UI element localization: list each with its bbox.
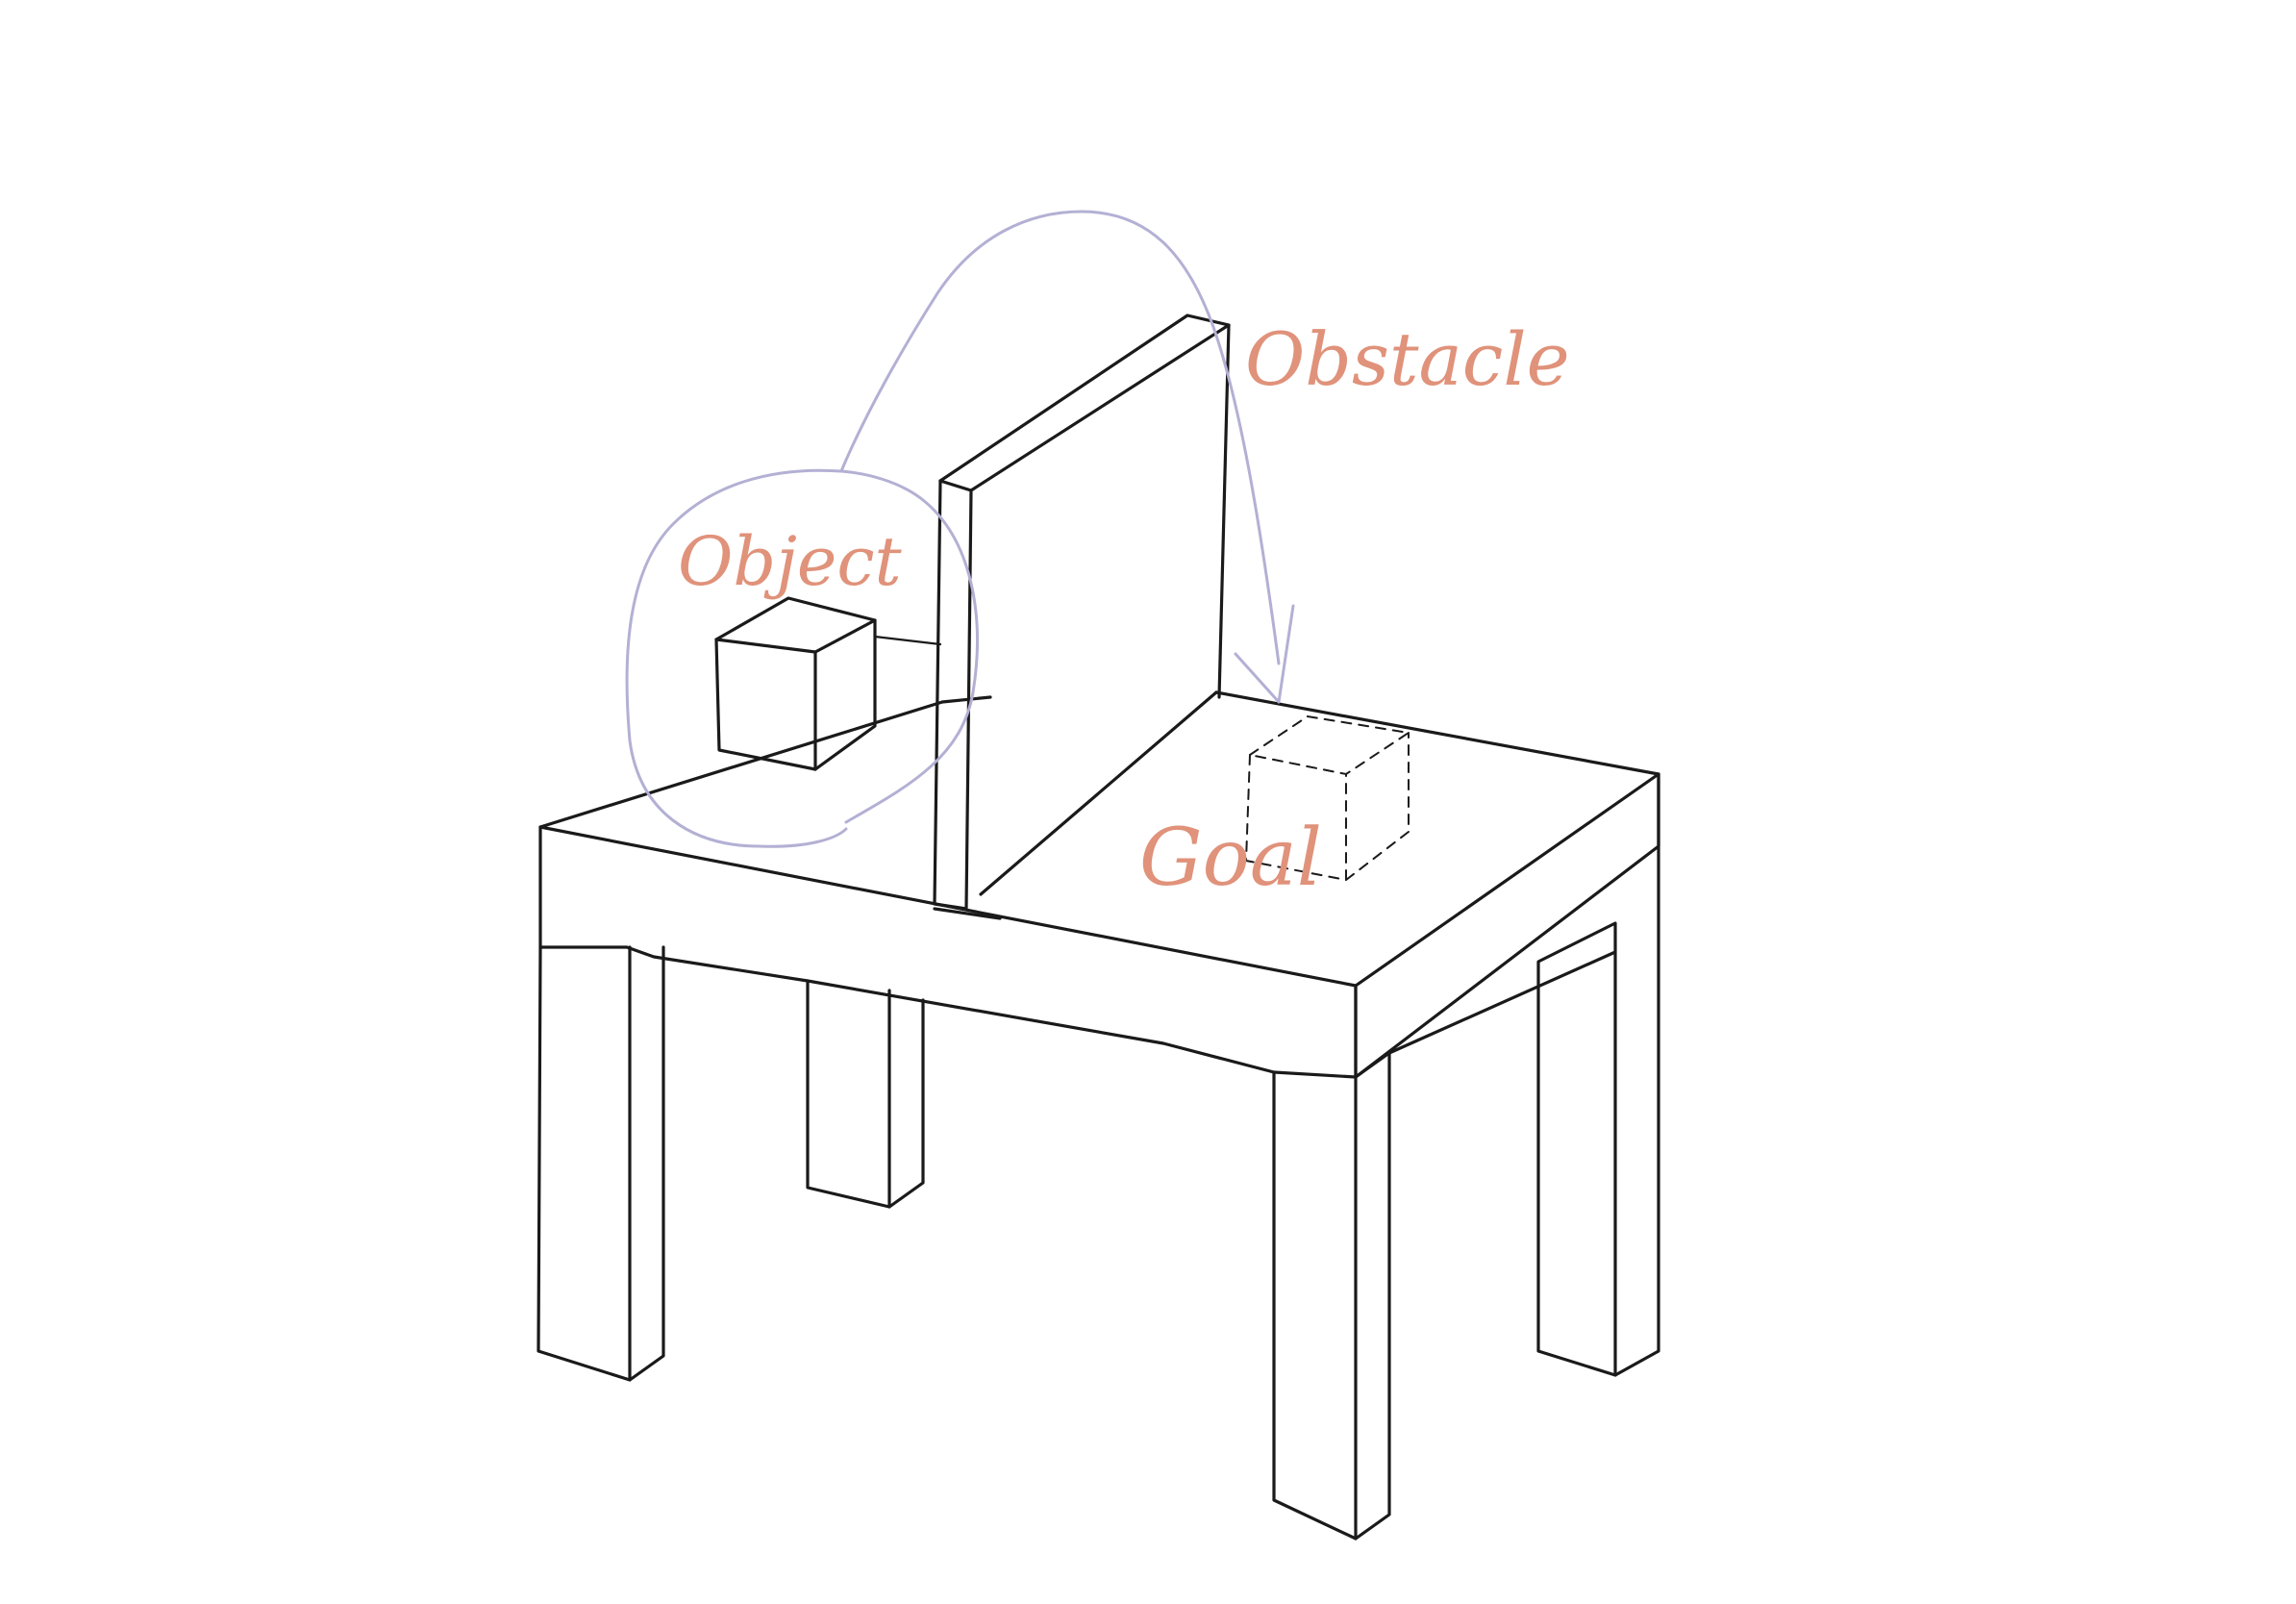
label-obstacle: Obstacle [1245, 316, 1570, 402]
trajectory-arc [841, 212, 1279, 664]
table [538, 692, 1659, 1539]
goal-cube-side [1346, 733, 1409, 880]
object-cube [716, 598, 940, 769]
obstacle-wall-top-edge [940, 481, 971, 490]
obstacle-wall-face [940, 315, 1229, 697]
table-leg-front-left [538, 947, 663, 1380]
table-right-edge [1356, 774, 1659, 1375]
label-goal: Goal [1139, 813, 1322, 904]
table-leg-back-left [808, 981, 923, 1207]
object-cube-side [815, 620, 875, 769]
label-object: Object [678, 522, 903, 601]
object-cube-front [716, 639, 815, 769]
object-shelf-line [875, 637, 940, 644]
object-cube-top [716, 598, 875, 652]
trajectory-arrowhead-icon [1235, 606, 1293, 702]
table-leg-front-right [1274, 1072, 1356, 1077]
table-leg-front-right-side [1356, 1053, 1389, 1539]
